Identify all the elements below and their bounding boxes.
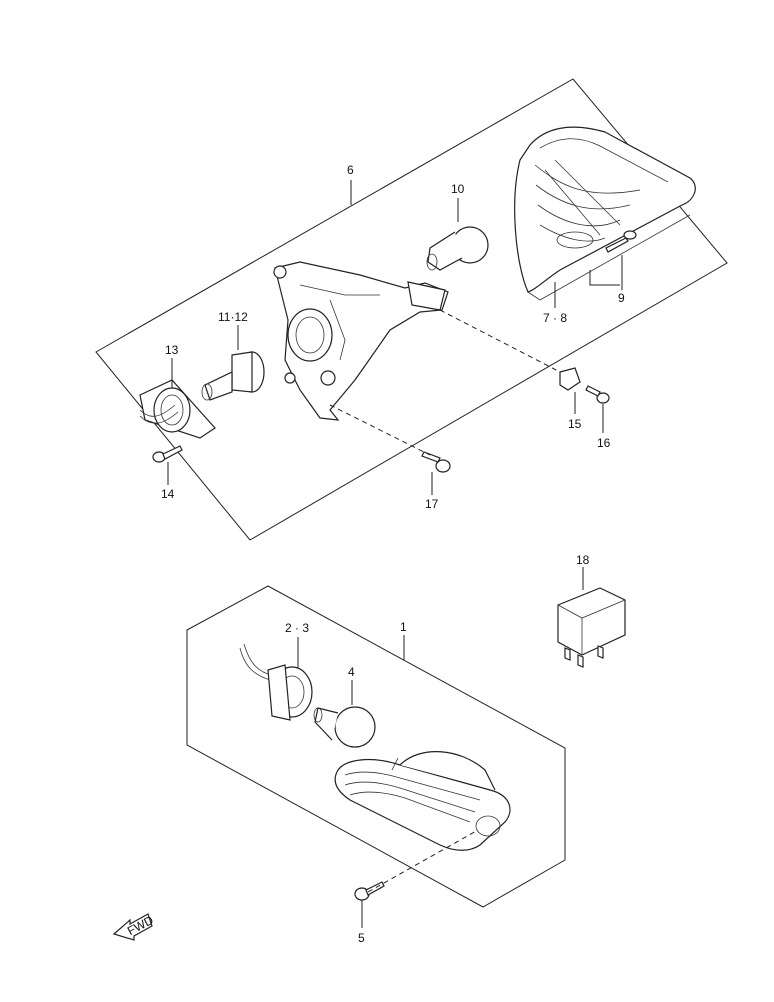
label-2-3: 2 · 3 bbox=[285, 621, 309, 635]
lens-housing-7-8 bbox=[514, 126, 696, 301]
label-7-8: 7 · 8 bbox=[543, 311, 567, 325]
label-11-12: 11·12 bbox=[218, 310, 248, 324]
label-17: 17 bbox=[425, 497, 439, 511]
label-16: 16 bbox=[597, 436, 611, 450]
bulb-10 bbox=[426, 226, 489, 271]
assembly-6-frame bbox=[95, 78, 728, 541]
socket-11-12 bbox=[201, 351, 265, 401]
part-labels: 6 10 11·12 13 14 7 · 8 9 15 16 17 18 1 2… bbox=[161, 163, 625, 945]
label-10: 10 bbox=[451, 182, 465, 196]
label-18: 18 bbox=[576, 553, 590, 567]
screw-14 bbox=[152, 445, 183, 463]
leader-lines-upper bbox=[167, 180, 623, 495]
label-4: 4 bbox=[348, 665, 355, 679]
alignment-lines-lower bbox=[367, 829, 479, 893]
screw-9 bbox=[605, 230, 637, 253]
label-9: 9 bbox=[618, 291, 625, 305]
clip-15 bbox=[559, 367, 581, 391]
screw-17 bbox=[421, 451, 451, 473]
label-15: 15 bbox=[568, 417, 582, 431]
relay-18 bbox=[557, 587, 626, 668]
turn-signal-lens bbox=[334, 751, 511, 851]
label-5: 5 bbox=[358, 931, 365, 945]
label-6: 6 bbox=[347, 163, 354, 177]
screw-16 bbox=[585, 385, 610, 404]
socket-2-3 bbox=[239, 643, 313, 721]
label-13: 13 bbox=[165, 343, 179, 357]
label-1: 1 bbox=[400, 620, 407, 634]
leader-lines-lower bbox=[297, 567, 584, 928]
bulb-4 bbox=[313, 706, 376, 748]
lamp-housing bbox=[273, 261, 449, 421]
alignment-lines-upper bbox=[329, 309, 561, 456]
fwd-arrow-icon: FWD bbox=[112, 913, 156, 941]
gasket-13 bbox=[139, 379, 216, 439]
fwd-label: FWD bbox=[125, 913, 156, 938]
assembly-1-frame bbox=[186, 585, 566, 908]
label-14: 14 bbox=[161, 487, 175, 501]
